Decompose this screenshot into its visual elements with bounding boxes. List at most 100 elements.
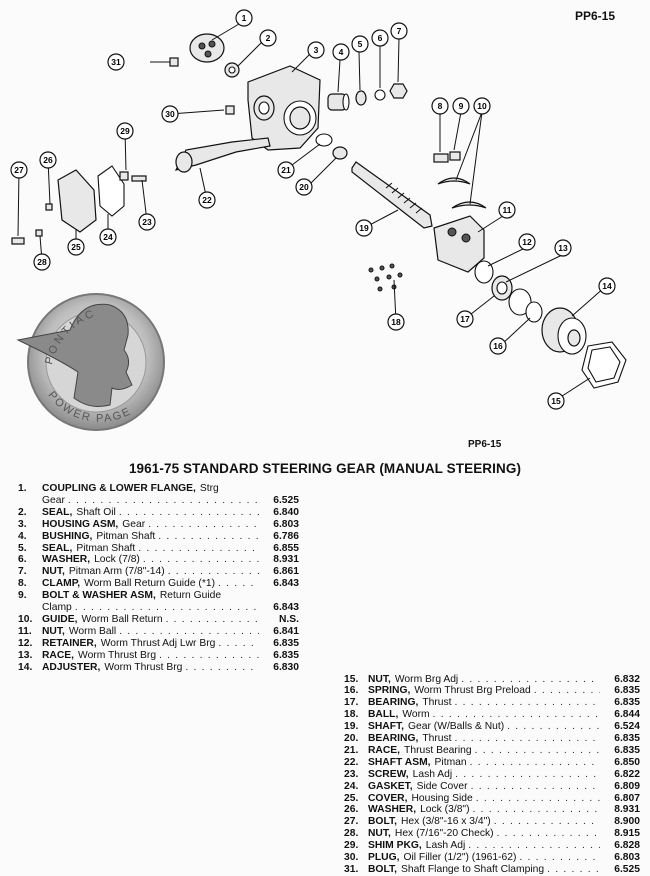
callout-15: 15 <box>547 392 565 410</box>
part-number-index: 1. <box>18 483 27 494</box>
callout-17: 17 <box>456 310 474 328</box>
part-number-index: 13. <box>18 649 33 661</box>
group-number: 6.828 <box>614 840 640 852</box>
parts-list-row: 14.ADJUSTER,Worm Thrust Brg6.830 <box>18 662 299 674</box>
part-number-index: 30. <box>344 852 359 864</box>
part-number-index: 10. <box>18 613 33 625</box>
parts-list-row: 30.PLUG,Oil Filler (1/2") (1961-62)6.803 <box>344 852 640 864</box>
parts-list-row: 2.SEAL,Shaft Oil6.840 <box>18 507 299 519</box>
group-number: 6.809 <box>614 780 640 792</box>
part-description: Thrust Bearing <box>404 744 472 756</box>
svg-text:25: 25 <box>71 242 81 252</box>
callout-11: 11 <box>498 201 516 219</box>
part-name: RACE, <box>368 744 401 756</box>
part-name: NUT, <box>368 828 391 840</box>
parts-list-row: 3.HOUSING ASM,Gear6.803 <box>18 519 299 531</box>
part-name: CLAMP, <box>42 578 81 590</box>
parts-list-row: 1.COUPLING & LOWER FLANGE,Strg <box>18 483 299 495</box>
thrust-bearing-20-part <box>332 146 348 160</box>
part-name: BOLT, <box>368 816 397 828</box>
leader-dots <box>458 674 600 686</box>
svg-text:8: 8 <box>438 101 443 111</box>
callout-18: 18 <box>387 313 405 331</box>
part-description: Lock (7/8) <box>94 554 140 566</box>
part-name: WASHER, <box>42 554 91 566</box>
part-name: SHIM PKG, <box>368 840 422 852</box>
worm-thrust-adjuster-part <box>541 307 587 355</box>
callout-21: 21 <box>277 161 295 179</box>
leader-dots <box>494 828 600 840</box>
part-name: SPRING, <box>368 685 411 697</box>
parts-list-row: 20.BEARING,Thrust6.835 <box>344 733 640 745</box>
pitman-shaft-seal-part <box>355 90 367 106</box>
callout-2: 2 <box>259 29 277 47</box>
callout-20: 20 <box>295 178 313 196</box>
parts-list-row: 10.GUIDE,Worm Ball ReturnN.S. <box>18 614 299 626</box>
part-description: Pitman <box>434 756 467 768</box>
callout-31: 31 <box>107 53 125 71</box>
part-number-index: 2. <box>18 506 27 518</box>
part-name: BEARING, <box>368 733 419 745</box>
group-number: 6.843 <box>273 602 299 614</box>
part-number-index: 31. <box>344 864 359 875</box>
oil-filler-plug-part <box>225 105 235 115</box>
part-name: NUT, <box>42 566 65 578</box>
parts-list-row: 25.COVER,Housing Side6.807 <box>344 793 640 805</box>
part-description: Gear <box>122 518 146 530</box>
callout-9: 9 <box>452 97 470 115</box>
part-description-continued: Clamp <box>42 602 72 614</box>
leader-dots <box>145 519 259 531</box>
indent-spacer <box>18 602 42 614</box>
callout-7: 7 <box>390 22 408 40</box>
leader-dots <box>163 614 259 626</box>
svg-text:15: 15 <box>551 396 561 406</box>
leader-dots <box>155 531 259 543</box>
parts-list-row: 17.BEARING,Thrust6.835 <box>344 697 640 709</box>
figure-code: PP6-15 <box>468 439 502 450</box>
group-number: 6.525 <box>614 864 640 875</box>
callout-29: 29 <box>116 122 134 140</box>
callout-24: 24 <box>99 228 117 246</box>
svg-text:2: 2 <box>266 33 271 43</box>
parts-list-row: 22.SHAFT ASM,Pitman6.850 <box>344 757 640 769</box>
part-description: Thrust <box>422 697 452 709</box>
parts-list-row: 11.NUT,Worm Ball6.841 <box>18 626 299 638</box>
svg-text:16: 16 <box>493 341 503 351</box>
part-name: SHAFT ASM, <box>368 756 431 768</box>
parts-list-row: 7.NUT,Pitman Arm (7/8"-14)6.861 <box>18 566 299 578</box>
group-number: 6.524 <box>614 721 640 733</box>
leader-dots <box>470 804 600 816</box>
group-number: 6.844 <box>614 709 640 721</box>
pitman-shaft-part <box>174 137 271 173</box>
parts-list-row: 6.WASHER,Lock (7/8)8.931 <box>18 554 299 566</box>
callout-1: 1 <box>235 9 253 27</box>
part-description: Side Cover <box>416 780 468 792</box>
part-name: COVER, <box>368 792 408 804</box>
part-description: Pitman Shaft <box>96 530 156 542</box>
parts-list-row: 26.WASHER,Lock (3/8")8.931 <box>344 804 640 816</box>
part-name: SEAL, <box>42 506 73 518</box>
svg-text:7: 7 <box>397 26 402 36</box>
group-number: 6.840 <box>273 506 299 518</box>
leader-dots <box>452 697 600 709</box>
part-name: BUSHING, <box>42 530 93 542</box>
part-description: Worm Ball Return <box>81 613 163 625</box>
part-number-index: 7. <box>18 566 27 578</box>
part-number-index: 20. <box>344 733 359 745</box>
svg-text:4: 4 <box>339 47 344 57</box>
svg-text:18: 18 <box>391 317 401 327</box>
svg-text:29: 29 <box>120 126 130 136</box>
thrust-retainer-part <box>474 260 494 284</box>
parts-list-row: 12.RETAINER,Worm Thrust Adj Lwr Brg6.835 <box>18 638 299 650</box>
part-description: Return Guide <box>159 590 222 602</box>
part-name: SCREW, <box>368 768 409 780</box>
group-number: 6.803 <box>273 518 299 530</box>
group-number: 6.835 <box>614 685 640 697</box>
return-guide-parts <box>433 151 487 209</box>
part-description: Hex (7/16"-20 Check) <box>394 828 494 840</box>
part-name: SEAL, <box>42 542 73 554</box>
adjuster-lock-nut-part <box>581 341 627 389</box>
leader-dots <box>116 507 259 519</box>
part-number-index: 4. <box>18 530 27 542</box>
group-number: 6.835 <box>614 744 640 756</box>
